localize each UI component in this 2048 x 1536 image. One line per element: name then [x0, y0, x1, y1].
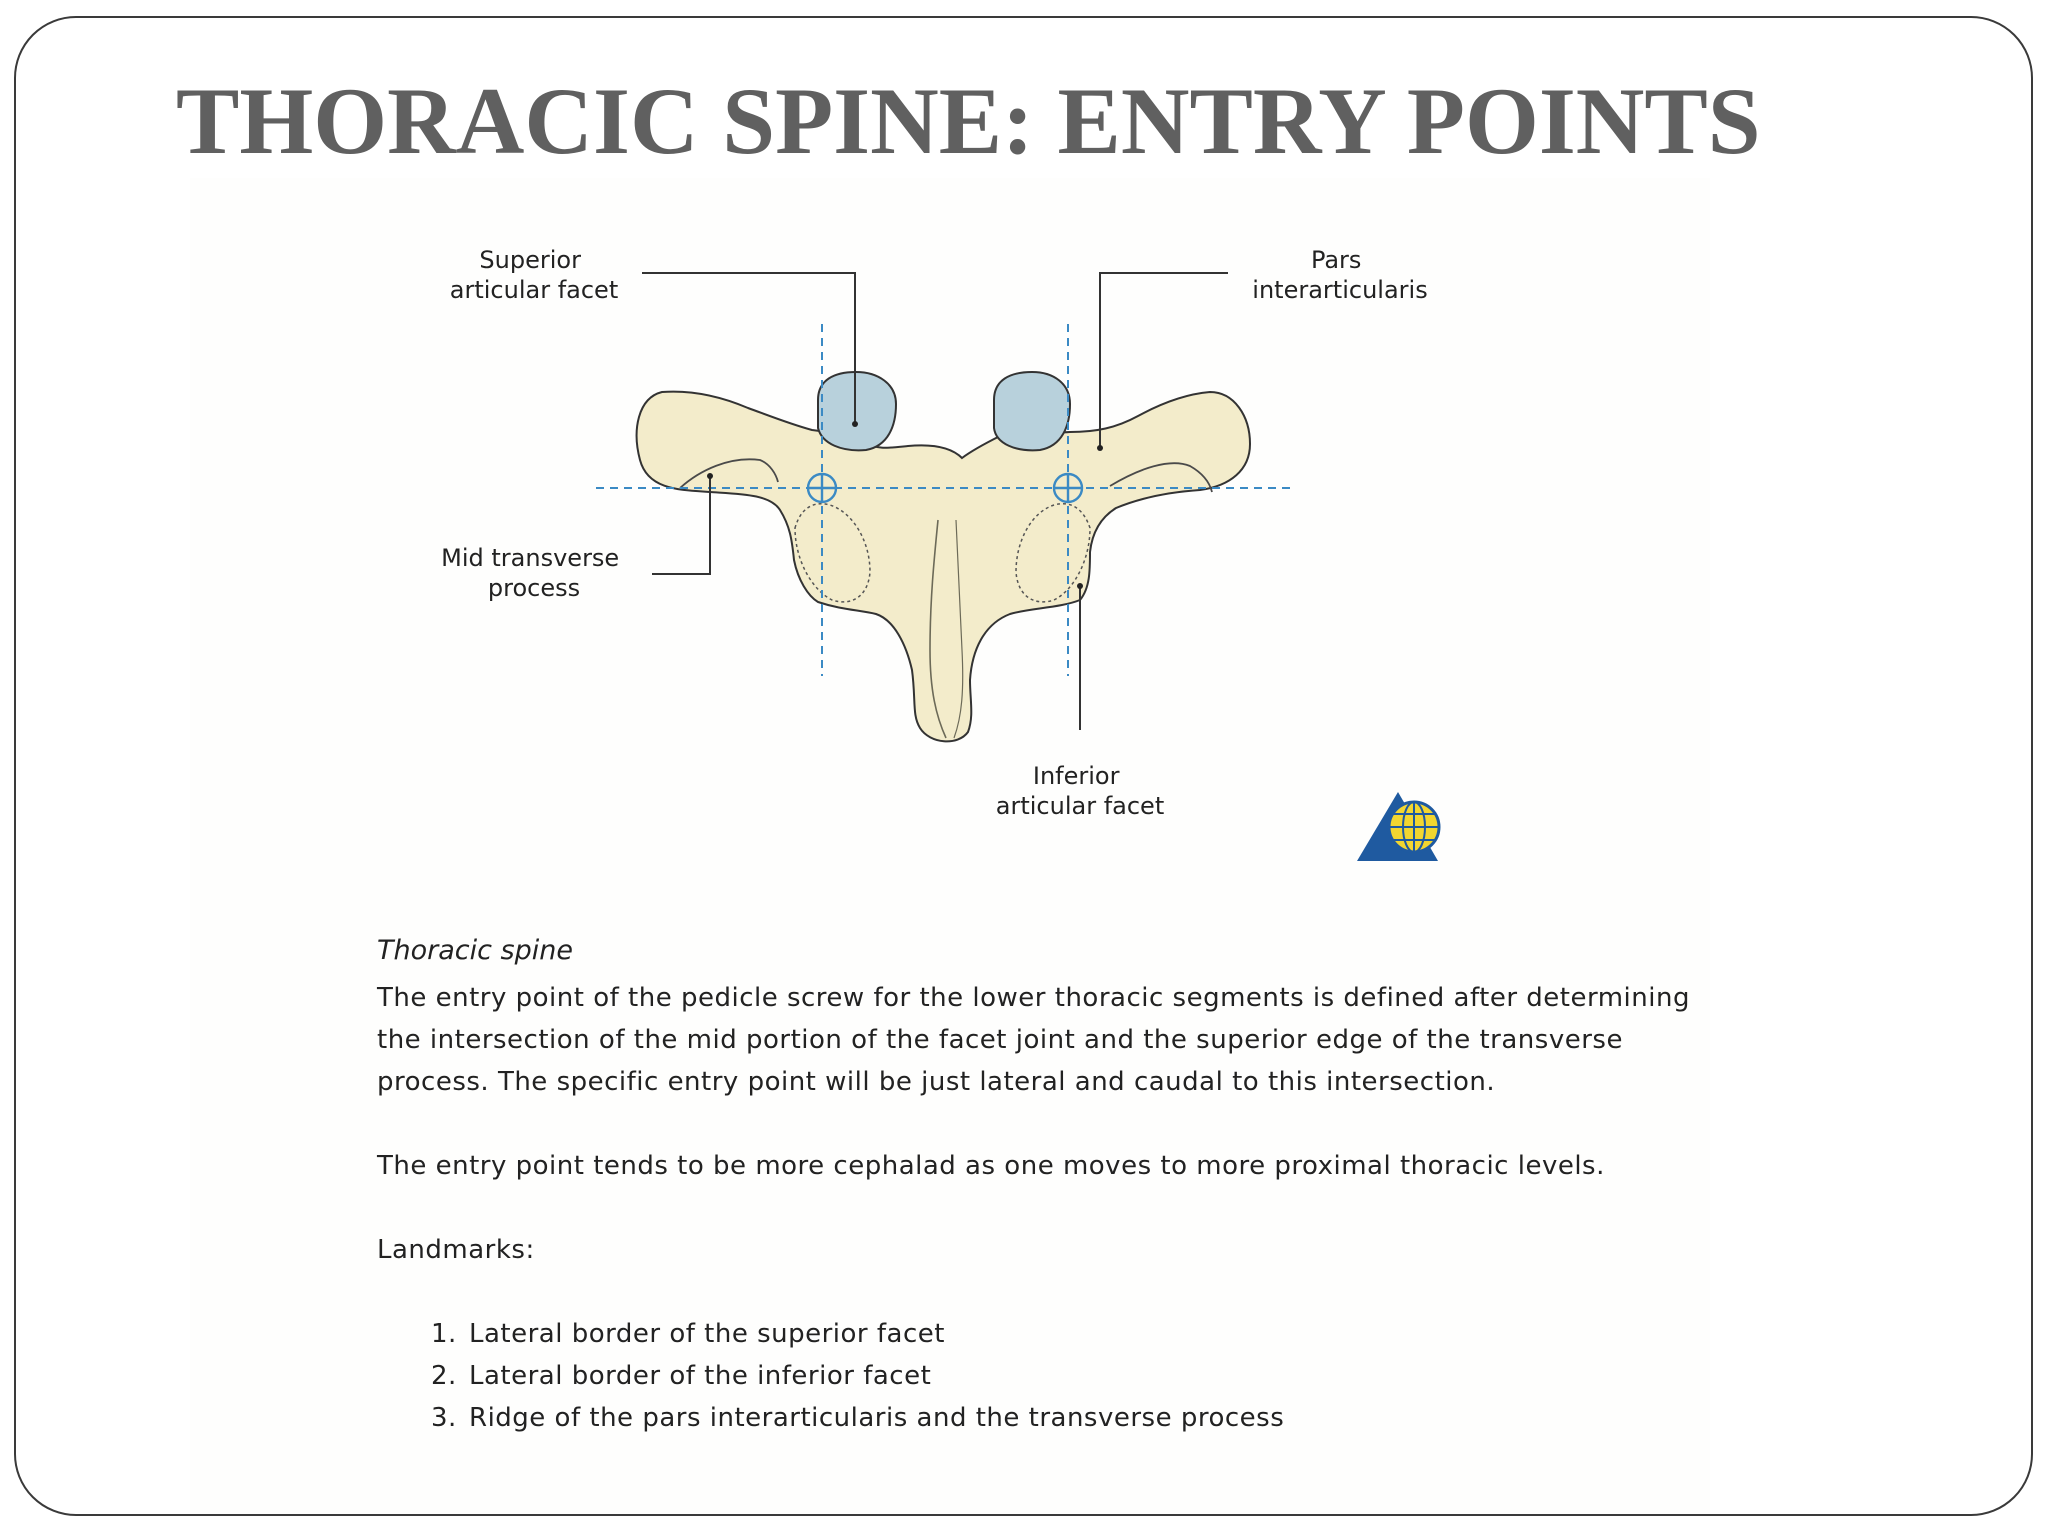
pars-leader-dot: [1097, 445, 1103, 451]
landmarks-label: Landmarks:: [377, 1235, 535, 1265]
figure-caption: Thoracic spine The entry point of the pe…: [377, 933, 1717, 1439]
label-mid-transverse-process: Mid transverse process: [441, 544, 627, 602]
right-superior-articular-facet: [993, 370, 1072, 452]
left-tp-contour: [679, 458, 779, 489]
mid-tp-leader-line: [652, 476, 711, 575]
ao-foundation-logo-icon: [1357, 792, 1441, 861]
vertebra-outline: [635, 390, 1252, 743]
spinous-process-contour-right: [953, 519, 964, 739]
spinous-process-contour: [929, 519, 947, 739]
label-inferior-articular-facet: Inferior articular facet: [996, 762, 1164, 820]
superior-facet-leader-line: [642, 272, 856, 424]
caption-heading: Thoracic spine: [377, 935, 573, 966]
list-item: 1.Lateral border of the superior facet: [431, 1319, 945, 1349]
right-tp-contour: [1109, 462, 1213, 493]
pars-leader-line: [1099, 272, 1228, 448]
superior-facet-leader-dot: [852, 421, 858, 427]
list-item: 3.Ridge of the pars interarticularis and…: [431, 1403, 1285, 1433]
slide-title: THORACIC SPINE: ENTRY POINTS: [176, 68, 1761, 174]
label-pars-interarticularis: Pars interarticularis: [1252, 246, 1427, 304]
left-inferior-facet-outline: [794, 503, 871, 603]
inferior-facet-leader-dot: [1077, 583, 1083, 589]
caption-paragraph-2: The entry point tends to be more cephala…: [377, 1151, 1605, 1181]
caption-paragraph-1: The entry point of the pedicle screw for…: [377, 983, 1690, 1097]
left-superior-articular-facet: [817, 370, 898, 452]
label-superior-facet: Superior articular facet: [450, 246, 618, 304]
right-inferior-facet-outline: [1015, 503, 1091, 603]
mid-tp-leader-dot: [707, 473, 713, 479]
landmarks-list: 1.Lateral border of the superior facet 2…: [377, 1313, 1717, 1439]
left-entry-point-marker: [806, 472, 838, 504]
right-entry-point-marker: [1052, 472, 1084, 504]
list-item: 2.Lateral border of the inferior facet: [431, 1361, 932, 1391]
figure-background: [190, 178, 1710, 1514]
